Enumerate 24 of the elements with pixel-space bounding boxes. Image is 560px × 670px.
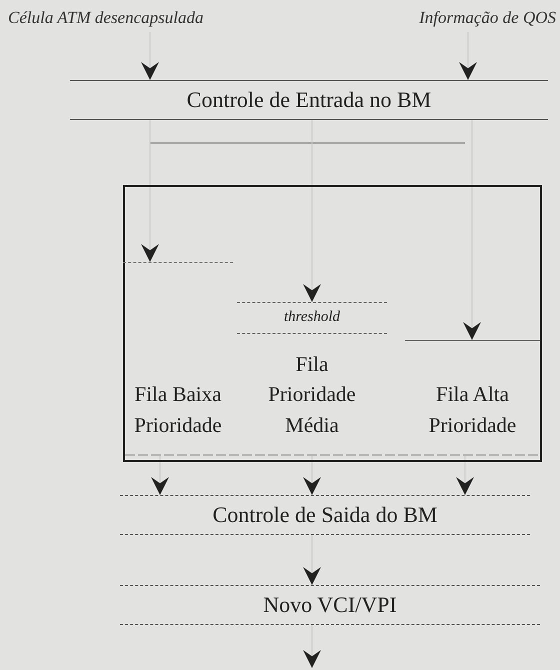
node-text: Célula ATM desencapsulada — [8, 7, 204, 29]
control-band — [70, 80, 548, 120]
arrow — [303, 456, 321, 496]
arrow — [459, 32, 477, 80]
node-text: Controle de Saida do BM — [212, 501, 438, 530]
node-text: threshold — [284, 308, 340, 328]
control-band — [120, 495, 530, 535]
node-text: Informação de QOS — [419, 7, 556, 29]
arrow — [303, 120, 321, 302]
arrow — [303, 534, 321, 586]
arrow — [141, 120, 159, 262]
node-text: Novo VCI/VPI — [263, 591, 397, 620]
arrow — [463, 120, 481, 340]
arrow — [141, 32, 159, 80]
node-text: Fila Prioridade Média — [268, 350, 356, 439]
node-text: Fila Alta Prioridade — [428, 381, 516, 439]
arrow — [151, 456, 169, 496]
node-text: Fila Baixa Prioridade — [134, 381, 222, 439]
node-text: Controle de Entrada no BM — [186, 86, 432, 114]
threshold-band — [237, 302, 387, 334]
buffer-frame — [123, 185, 542, 462]
process-band — [120, 585, 540, 625]
arrow — [456, 456, 474, 496]
arrow — [303, 624, 321, 668]
